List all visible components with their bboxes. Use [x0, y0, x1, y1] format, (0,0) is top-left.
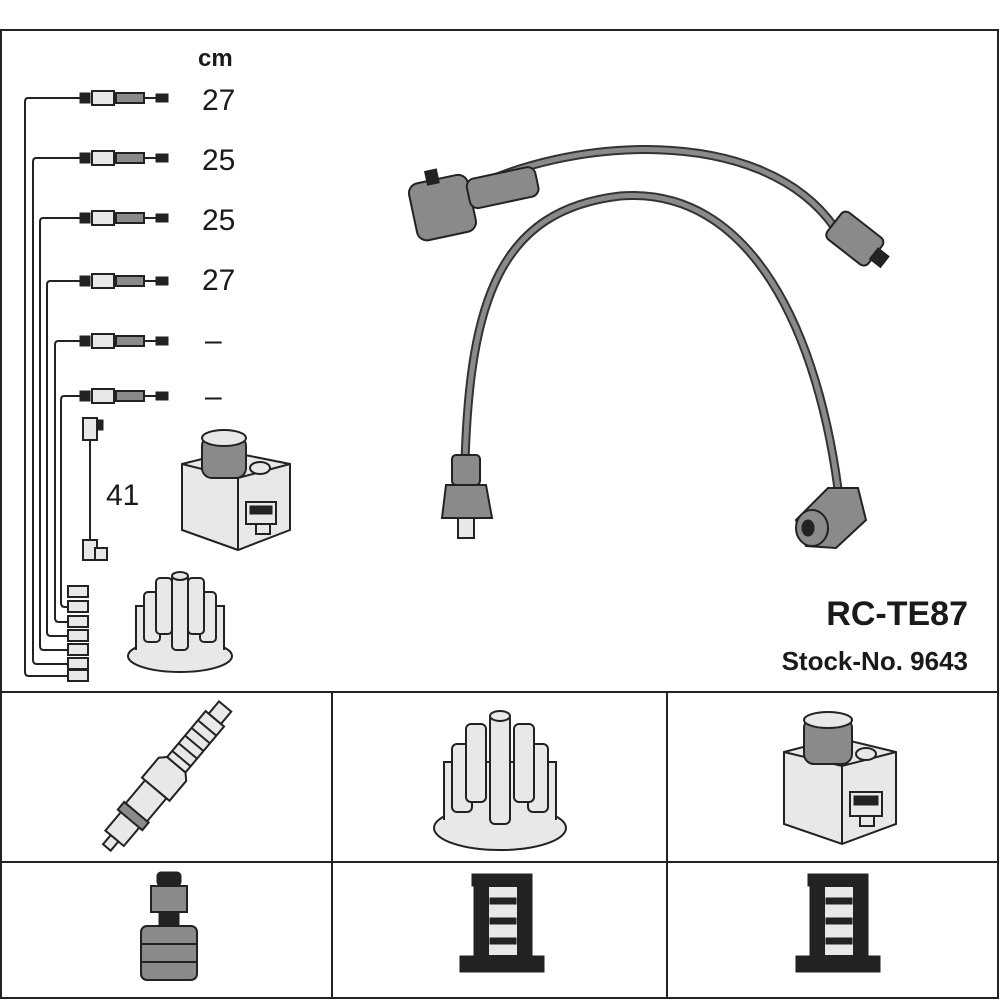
cable-plug-bottom-left [440, 454, 494, 539]
lead-length-4: 27 [202, 264, 235, 297]
coil-lead [82, 417, 108, 561]
lead-connector-6 [79, 388, 169, 404]
lead-bundle [24, 97, 89, 682]
lead-connector-3 [79, 210, 169, 226]
product-code: RC-TE87 [826, 595, 968, 633]
ignition-coil-icon [783, 711, 897, 846]
lead-connector-1 [79, 90, 169, 106]
coil-terminal-icon [795, 873, 881, 973]
lead-length-1: 27 [202, 84, 235, 117]
distributor-terminal-icon [459, 873, 545, 973]
ignition-coil-small [181, 429, 291, 552]
lead-connector-4 [79, 273, 169, 289]
coil-lead-length: 41 [106, 479, 139, 512]
cable-boot-bottom-right [794, 487, 868, 550]
spark-plug-icon [101, 699, 233, 853]
cable-photo [407, 145, 890, 550]
distributor-cap-icon [433, 710, 567, 851]
lead-length-6: – [205, 380, 222, 413]
outer-frame [0, 29, 999, 999]
lead-connector-5 [79, 333, 169, 349]
spark-plug-terminal-icon [140, 871, 198, 981]
unit-label: cm [198, 45, 233, 72]
distributor-cap-small [127, 571, 233, 673]
cable-connector-right [825, 210, 890, 269]
lead-length-2: 25 [202, 144, 235, 177]
cable-boot-left [407, 166, 540, 242]
lead-length-5: – [205, 324, 222, 357]
stock-number: Stock-No. 9643 [782, 646, 968, 676]
lead-connector-2 [79, 150, 169, 166]
lead-length-3: 25 [202, 204, 235, 237]
